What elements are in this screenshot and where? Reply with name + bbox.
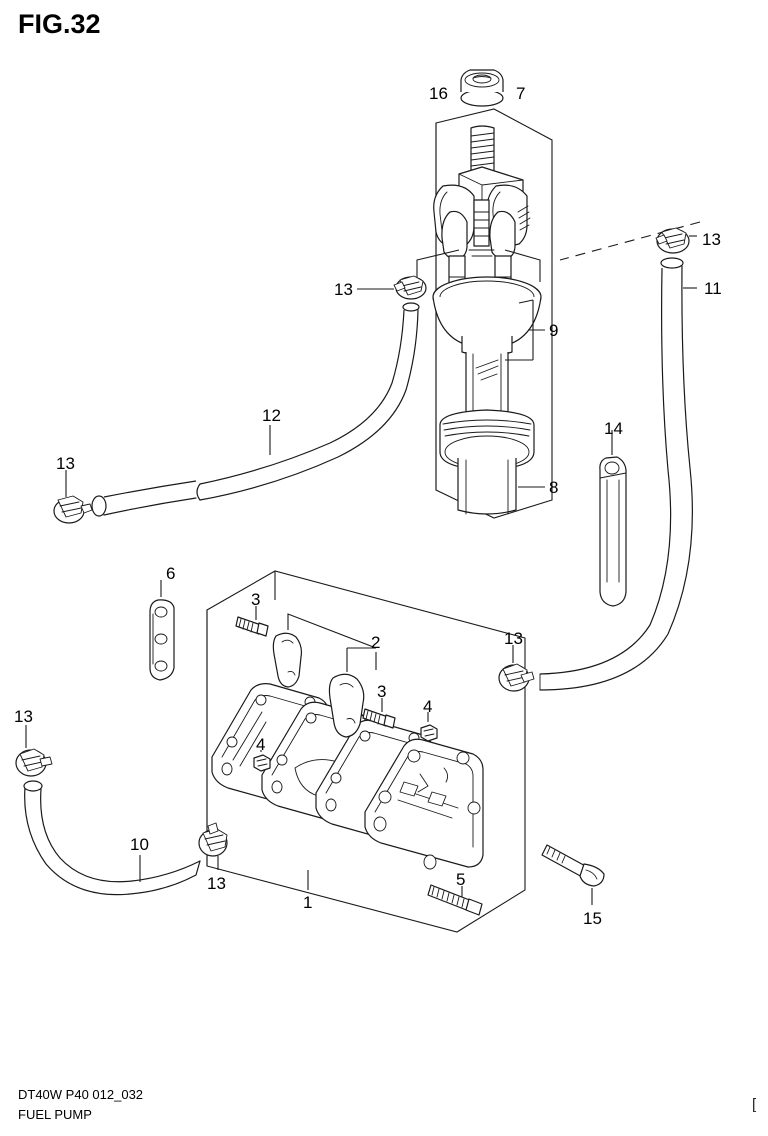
callout-13-clamp-hose-12-end: 13 [56,454,75,473]
callout-13-clamp-right-pump: 13 [504,629,523,648]
leader-9-arms [505,299,534,361]
part-10-fuel-hose-lower [23,780,201,896]
leader-cover-bracket-right [504,249,541,282]
part-13-clamp-hose10-left [15,748,53,777]
callout-13-clamp-hose-10-right: 13 [207,874,226,893]
part-13-clamp-hose12-end [53,495,93,524]
callout-3-screw-lower: 3 [377,682,387,701]
callout-15-bolt: 15 [583,909,602,928]
callout-16-flange-nut: 16 [429,84,448,103]
part-3-screw-upper [235,616,269,637]
part-12-fuel-hose-left [91,302,420,517]
part-14-strap-bracket [599,456,627,607]
leader-cover-bracket-left [416,249,460,280]
callout-10-fuel-hose-lower: 10 [130,835,149,854]
part-4-nut-right [420,724,438,742]
corner-crop-mark: [ [752,1096,757,1113]
callout-8-filter-cup: 8 [549,478,559,497]
callout-7-pump-cover: 7 [516,84,526,103]
part-6-gasket-plate [149,599,175,681]
part-2-diaphragm-lower [328,673,365,738]
footer: DT40W P40 012_032 FUEL PUMP [18,1085,143,1125]
callout-13-clamp-hose-10-left: 13 [14,707,33,726]
part-3-screw-lower [362,708,396,729]
part-2-diaphragm-upper [272,632,303,688]
part-13-clamp-right-pump [498,663,535,692]
part-15-bolt [541,844,605,887]
callout-2-diaphragm: 2 [371,633,381,652]
callout-13-clamp-hose-12-top: 13 [334,280,353,299]
callout-9-filter-element: 9 [549,321,559,340]
callout-4-nut-right: 4 [423,697,433,716]
callout-3-screw-upper: 3 [251,590,261,609]
footer-model-code: DT40W P40 012_032 [18,1087,144,1102]
part-7-pump-cover [433,125,531,292]
part-13-clamp-hose10-right [198,822,228,857]
part-5-screw-long [427,884,483,916]
pump-assembly-outline [206,570,526,933]
callout-13-clamp-upper-right: 13 [702,230,721,249]
part-16-flange-nut [460,69,504,107]
callout-12-fuel-hose-left: 12 [262,406,281,425]
footer-section-title: FUEL PUMP [18,1107,92,1122]
callout-1-fuel-pump-assembly: 1 [303,893,313,912]
part-13-clamp-hose12-top [393,275,427,300]
callout-14-strap-bracket: 14 [604,419,623,438]
callout-4-nut-left: 4 [256,735,266,754]
leader-2b [346,647,376,672]
page-title: FIG.32 [18,9,101,39]
part-13-clamp-upper-right [655,227,690,254]
callout-5-screw-long: 5 [456,870,466,889]
part-4-nut-left [253,754,271,772]
part-8-filter-cup [457,458,517,515]
part-1-housing-layer-d [364,738,484,870]
leader-2 [287,613,377,670]
part-9-filter-element [432,276,542,471]
callout-11-fuel-hose-right: 11 [704,279,722,298]
callout-6-gasket-plate: 6 [166,564,176,583]
